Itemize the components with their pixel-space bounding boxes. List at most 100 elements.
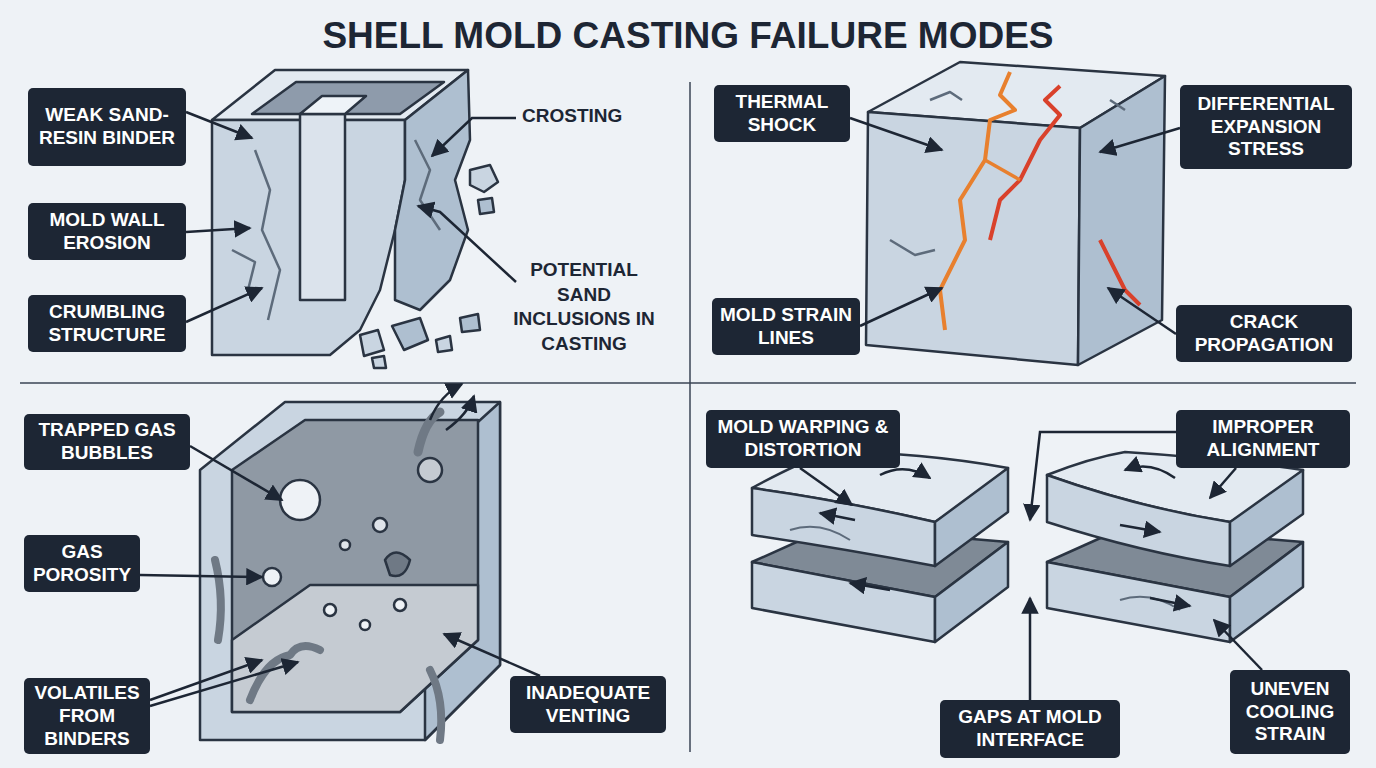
divider-line — [689, 82, 691, 752]
warped-molds — [752, 452, 1303, 642]
callout-text-group: THERMAL SHOCK — [720, 91, 844, 137]
callout-box: TRAPPED GAS BUBBLES — [24, 414, 190, 470]
leader-line — [190, 446, 282, 500]
mold-cavity — [232, 420, 478, 712]
callout-text-group: INADEQUATE VENTING — [516, 682, 660, 728]
shift-arrow — [1150, 598, 1190, 606]
callout-box: WEAK SAND-RESIN BINDER — [28, 88, 186, 166]
callout-text-group: DIFFERENTIAL EXPANSION STRESS — [1186, 93, 1346, 161]
block-front — [866, 112, 1080, 365]
callout-text-group: GAS POROSITY — [30, 541, 134, 587]
callout-text: INADEQUATE VENTING — [516, 682, 660, 728]
callout-text: MOLD WARPING & DISTORTION — [712, 416, 894, 462]
warp-arrow — [880, 469, 930, 478]
leader-line — [800, 468, 852, 505]
mold-cavity — [252, 82, 444, 114]
callout-text: IMPROPER ALIGNMENT — [1182, 416, 1344, 462]
callout-text: GAPS AT MOLD INTERFACE — [946, 706, 1114, 752]
crack — [940, 72, 1015, 330]
callout-box: IMPROPER ALIGNMENT — [1176, 410, 1350, 468]
callout-box: MOLD WARPING & DISTORTION — [706, 410, 900, 468]
callout-text-group: TRAPPED GAS BUBBLES — [30, 419, 184, 465]
leader-line — [186, 112, 252, 138]
leader-line — [1029, 598, 1032, 700]
debris — [460, 314, 480, 332]
callout-box: CRACK PROPAGATION — [1176, 305, 1352, 362]
callout-box: MOLD STRAIN LINES — [712, 298, 860, 355]
callout-text: MOLD STRAIN LINES — [718, 304, 854, 350]
strain-line — [790, 527, 850, 540]
annotation-label: POTENTIAL SAND INCLUSIONS IN CASTING — [513, 258, 655, 357]
callout-text-group: VOLATILES FROM BINDERS — [30, 682, 144, 750]
leader-line — [186, 228, 250, 232]
block-side — [1078, 76, 1165, 365]
leader-line — [418, 206, 516, 282]
debris — [478, 198, 494, 214]
cutaway-mold — [200, 402, 500, 740]
callout-box: DIFFERENTIAL EXPANSION STRESS — [1180, 85, 1352, 169]
callout-text: GAS POROSITY — [30, 541, 134, 587]
mold-body — [200, 402, 500, 740]
gas-pocket — [418, 458, 442, 482]
leader-lines — [140, 112, 1262, 706]
gas-bubble — [394, 599, 406, 611]
volatile-trail — [418, 412, 440, 452]
gas-bubble — [280, 480, 320, 520]
gas-bubble — [360, 620, 370, 630]
callout-box: UNEVEN COOLING STRAIN — [1230, 670, 1350, 754]
upper-half-front — [1047, 475, 1230, 566]
leader-line — [150, 660, 262, 700]
callout-text-group: CRUMBLING STRUCTURE — [34, 301, 180, 347]
volatile-trail — [215, 560, 221, 640]
leader-line — [850, 118, 942, 150]
leader-line — [860, 288, 942, 326]
debris — [436, 336, 452, 352]
callout-box: MOLD WALL EROSION — [28, 203, 186, 260]
callout-text-group: IMPROPER ALIGNMENT — [1182, 416, 1344, 462]
callout-text: VOLATILES FROM BINDERS — [30, 682, 144, 750]
callout-text: UNEVEN COOLING STRAIN — [1236, 678, 1344, 746]
callout-text-group: MOLD STRAIN LINES — [718, 304, 854, 350]
mold-pillar — [300, 114, 345, 300]
mold-pillar-top — [300, 96, 366, 114]
shift-arrow — [1120, 525, 1160, 532]
callout-text-group: MOLD WALL EROSION — [34, 209, 180, 255]
gas-pocket — [385, 553, 410, 577]
lower-half-front — [1047, 562, 1230, 642]
leader-line — [1030, 432, 1176, 520]
callout-text-group: MOLD WARPING & DISTORTION — [712, 416, 894, 462]
callout-box: VOLATILES FROM BINDERS — [24, 678, 150, 754]
leader-line — [140, 575, 262, 577]
leader-line — [432, 118, 516, 156]
leader-line — [150, 662, 298, 706]
callout-text: MOLD WALL EROSION — [34, 209, 180, 255]
volatile-trail — [430, 670, 441, 740]
leader-line — [1214, 620, 1262, 670]
crack — [985, 160, 1020, 180]
callout-text-group: WEAK SAND-RESIN BINDER — [34, 104, 180, 150]
strain-line — [890, 240, 935, 255]
crack — [255, 150, 280, 320]
callout-box: GAPS AT MOLD INTERFACE — [940, 700, 1120, 758]
shift-arrow — [850, 583, 890, 590]
leader-line — [444, 634, 540, 676]
cracked-block — [866, 62, 1165, 365]
shift-arrow — [820, 513, 855, 520]
upper-half-side — [935, 468, 1008, 566]
callout-box: INADEQUATE VENTING — [510, 676, 666, 733]
leader-line — [1100, 128, 1180, 152]
callout-box: CRUMBLING STRUCTURE — [28, 295, 186, 352]
upper-half-side — [1230, 470, 1303, 566]
callout-text-group: GAPS AT MOLD INTERFACE — [946, 706, 1114, 752]
callout-text: DIFFERENTIAL EXPANSION STRESS — [1186, 93, 1346, 161]
callout-text: TRAPPED GAS BUBBLES — [30, 419, 184, 465]
gas-escape-arrow — [430, 384, 462, 420]
strain-line — [1110, 100, 1125, 110]
gas-bubble — [340, 540, 350, 550]
debris — [470, 165, 498, 192]
callout-text: THERMAL SHOCK — [720, 91, 844, 137]
gas-bubble — [263, 568, 281, 586]
debris — [392, 318, 428, 350]
